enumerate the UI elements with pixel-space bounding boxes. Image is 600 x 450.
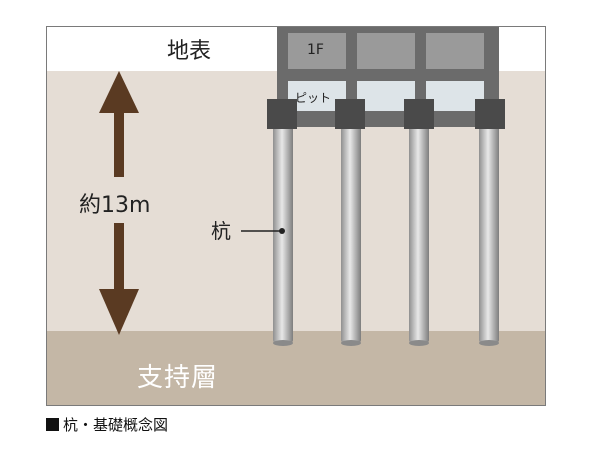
- figure-caption: 杭・基礎概念図: [46, 414, 168, 435]
- pile-cap-1: [267, 99, 297, 129]
- diagram-frame: 地表 約13m 杭 支持層 1F ピット: [46, 26, 546, 406]
- floor-window-3: [426, 33, 484, 69]
- depth-arrow-shaft-top: [114, 111, 124, 177]
- floor-window-1: [288, 33, 346, 69]
- pile-label: 杭: [211, 219, 231, 243]
- bearing-layer-label: 支持層: [137, 363, 219, 393]
- pile-cap-2: [335, 99, 365, 129]
- depth-arrow-head-down: [99, 289, 139, 335]
- surface-label: 地表: [167, 39, 212, 64]
- pile-2: [341, 123, 361, 343]
- caption-text: 杭・基礎概念図: [63, 416, 169, 434]
- foundation-illustration: [99, 27, 505, 346]
- pile-1-tip: [273, 340, 293, 346]
- pile-2-tip: [341, 340, 361, 346]
- floor-window-2: [357, 33, 415, 69]
- caption-square-marker: [46, 418, 59, 431]
- pile-3-tip: [409, 340, 429, 346]
- depth-arrow-shaft-bottom: [114, 223, 124, 291]
- pile-leader-dot: [279, 228, 285, 234]
- pile-3: [409, 123, 429, 343]
- pile-4-tip: [479, 340, 499, 346]
- depth-label: 約13m: [79, 193, 151, 218]
- pit-3: [426, 81, 484, 111]
- depth-arrow-head-up: [99, 71, 139, 113]
- floor-label: 1F: [307, 42, 324, 58]
- pit-label: ピット: [295, 91, 332, 105]
- pile-4: [479, 123, 499, 343]
- bearing-layer: [47, 331, 545, 405]
- pile-cap-4: [475, 99, 505, 129]
- pile-cap-3: [404, 99, 434, 129]
